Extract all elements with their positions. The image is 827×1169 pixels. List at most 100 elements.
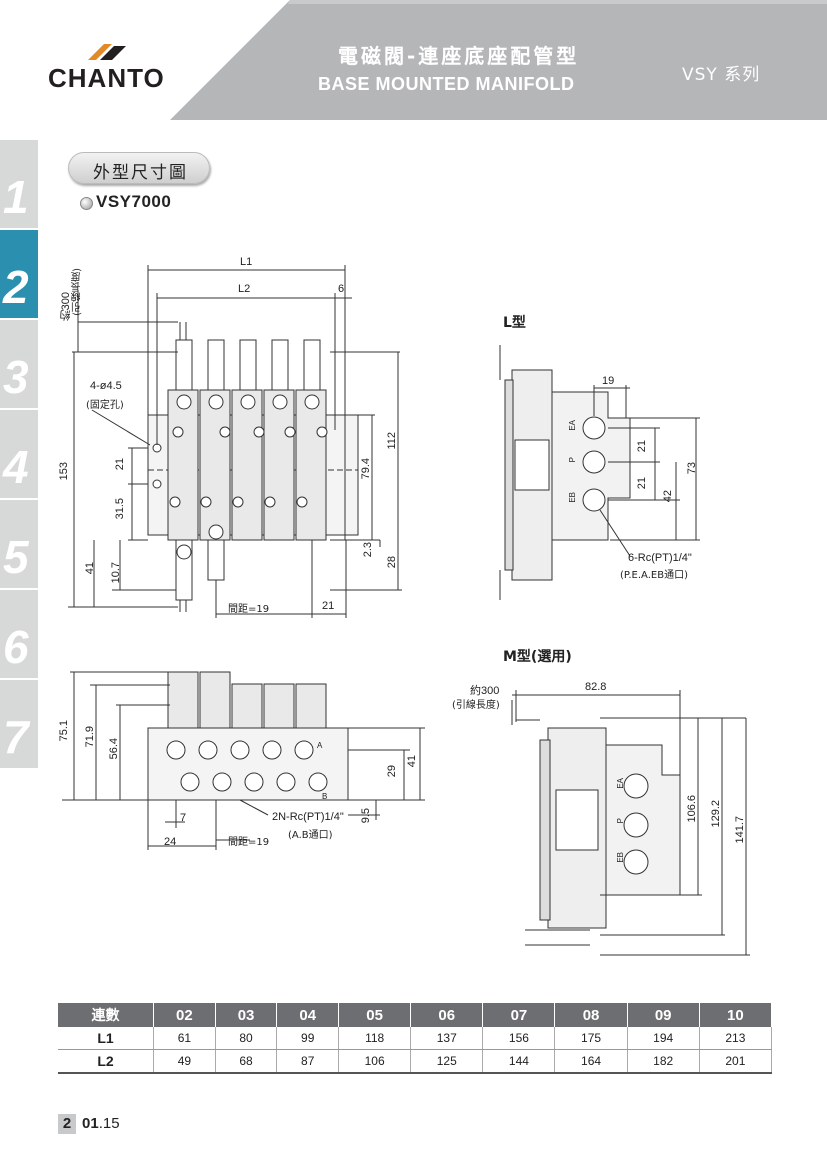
- dim-82-8: 82.8: [585, 681, 607, 693]
- port-ea: EA: [568, 420, 577, 431]
- page-title-zh: 電磁閥-連座底座配管型: [338, 44, 580, 68]
- port-p: P: [568, 457, 577, 463]
- table-cell: 194: [627, 1027, 700, 1050]
- table-cell: 156: [482, 1027, 556, 1050]
- side-tab-label: 5: [3, 531, 29, 583]
- dim-pitch: 間距=19: [228, 604, 270, 615]
- table-header-cell: 03: [215, 1003, 278, 1027]
- side-tab-6[interactable]: 6: [0, 590, 38, 680]
- bullet-icon: [80, 197, 93, 210]
- header-band: [88, 0, 827, 120]
- port-p-m: P: [616, 818, 625, 824]
- table-cell: 49: [153, 1049, 216, 1074]
- dim-lead-m: 約300: [470, 685, 500, 697]
- dim-28: 28: [386, 556, 398, 569]
- page-number: 2: [58, 1114, 76, 1134]
- brand-logo: CHANTO: [48, 63, 165, 93]
- page-title-en: BASE MOUNTED MANIFOLD: [318, 74, 575, 94]
- table-header-cell: 連數: [58, 1003, 155, 1027]
- table-cell: 80: [215, 1027, 278, 1050]
- dim-7: 7: [180, 812, 187, 824]
- side-tab-3[interactable]: 3: [0, 320, 38, 410]
- table-cell: 144: [482, 1049, 556, 1074]
- table-cell: 175: [554, 1027, 628, 1050]
- l-type-title: L型: [503, 315, 526, 331]
- table-row-label: L1: [58, 1027, 155, 1050]
- dim-21b: 21: [636, 477, 648, 490]
- table-header-cell: 07: [482, 1003, 556, 1027]
- dim-42: 42: [662, 490, 674, 503]
- dim-153: 153: [58, 462, 70, 481]
- table-cell: 125: [410, 1049, 484, 1074]
- section-title-pill: 外型尺寸圖: [68, 152, 210, 184]
- series-label: VSY 系列: [682, 65, 761, 85]
- dim-41-front: 41: [406, 755, 418, 768]
- table-header-row: 連數 02 03 04 05 06 07 08 09 10: [58, 1003, 773, 1027]
- port-eb-m: EB: [616, 852, 625, 863]
- table-cell: 213: [699, 1027, 773, 1050]
- table-header-cell: 08: [554, 1003, 628, 1027]
- port-ea-m: EA: [616, 778, 625, 789]
- dim-21a: 21: [636, 440, 648, 453]
- dim-75-1: 75.1: [58, 720, 70, 742]
- side-tab-label: 2: [3, 261, 29, 313]
- dim-79-4: 79.4: [360, 458, 372, 480]
- table-cell: 68: [215, 1049, 278, 1074]
- side-tab-2[interactable]: 2: [0, 230, 38, 320]
- table-header-cell: 02: [153, 1003, 216, 1027]
- table-cell: 99: [276, 1027, 340, 1050]
- table-cell: 182: [627, 1049, 700, 1074]
- side-tab-label: 1: [3, 171, 29, 223]
- dim-port-ab-note: (A.B通口): [288, 830, 333, 841]
- dim-lead-note: (引線長度): [72, 268, 83, 316]
- dim-port-ab: 2N-Rc(PT)1/4": [272, 811, 344, 823]
- dim-29: 29: [386, 765, 398, 778]
- table-cell: 118: [338, 1027, 412, 1050]
- dimension-table: 連數 02 03 04 05 06 07 08 09 10 L1 61 80 9…: [58, 1003, 773, 1074]
- side-tab-4[interactable]: 4: [0, 410, 38, 500]
- table-row: L1 61 80 99 118 137 156 175 194 213: [58, 1027, 773, 1050]
- l-type-drawing: [499, 345, 700, 600]
- dim-pitch-front: 間距=19: [228, 837, 270, 848]
- table-header-cell: 10: [699, 1003, 773, 1027]
- dim-2-3: 2.3: [362, 542, 374, 558]
- front-view-drawing: [62, 671, 425, 850]
- dim-holes-note: (固定孔): [86, 400, 124, 411]
- page-date: 01.15: [82, 1115, 120, 1132]
- dim-56-4: 56.4: [108, 738, 120, 760]
- dim-73: 73: [686, 462, 698, 475]
- table-cell: 87: [276, 1049, 340, 1074]
- dim-9-5: 9.5: [360, 808, 372, 824]
- dim-10-7: 10.7: [110, 562, 122, 584]
- dim-112: 112: [386, 432, 398, 450]
- dim-71-9: 71.9: [84, 726, 96, 748]
- table-cell: 164: [554, 1049, 628, 1074]
- dim-l2: L2: [238, 283, 251, 295]
- technical-drawings: [62, 265, 750, 956]
- side-tab-label: 3: [3, 351, 29, 403]
- side-tab-1[interactable]: 1: [0, 140, 38, 230]
- dim-lead-m-note: (引線長度): [452, 700, 500, 711]
- port-label-a: A: [317, 741, 323, 750]
- table-header-cell: 09: [627, 1003, 700, 1027]
- top-view-drawing: [68, 265, 402, 618]
- page-date-rest: .15: [98, 1115, 120, 1132]
- side-tab-5[interactable]: 5: [0, 500, 38, 590]
- side-tab-label: 7: [3, 711, 29, 763]
- dim-6: 6: [338, 283, 345, 295]
- model-name: VSY7000: [96, 192, 172, 211]
- dim-129-2: 129.2: [710, 800, 722, 828]
- dim-24: 24: [164, 836, 177, 848]
- dim-port-l-note: (P.E.A.EB通口): [620, 570, 688, 581]
- page-date-main: 01: [82, 1115, 99, 1132]
- section-title: 外型尺寸圖: [93, 163, 188, 183]
- table-cell: 137: [410, 1027, 484, 1050]
- m-type-title: M型(選用): [503, 649, 572, 665]
- table-cell: 201: [699, 1049, 773, 1074]
- dim-21: 21: [114, 458, 126, 471]
- table-row-label: L2: [58, 1049, 155, 1074]
- side-tab-label: 4: [3, 441, 29, 493]
- dim-l1: L1: [240, 256, 253, 268]
- dim-106-6: 106.6: [686, 795, 698, 823]
- side-tab-7[interactable]: 7: [0, 680, 38, 770]
